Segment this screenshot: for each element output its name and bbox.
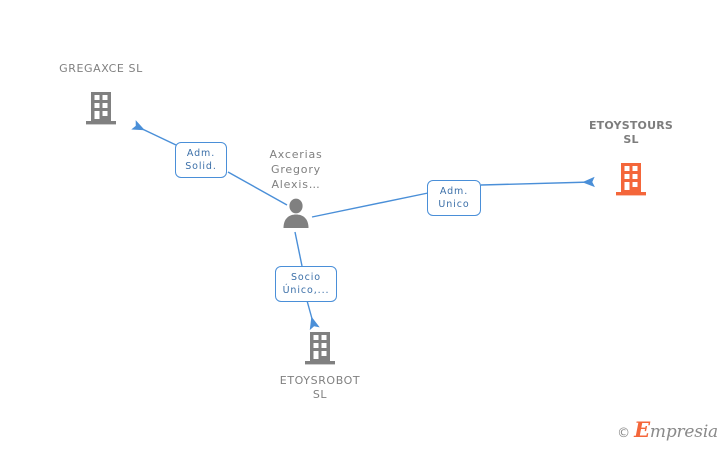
edge-label-adm-solid[interactable]: Adm. Solid.	[175, 142, 227, 178]
edge-label-socio-unico[interactable]: Socio Único,...	[275, 266, 337, 302]
empresia-watermark: © Empresia	[617, 417, 718, 442]
brand-wordmark: Empresia	[634, 417, 718, 442]
node-label-person: Axcerias Gregory Alexis…	[269, 148, 323, 191]
building-icon	[46, 90, 156, 126]
node-label-gregaxce: GREGAXCE SL	[59, 62, 143, 75]
brand-rest: mpresia	[649, 422, 718, 442]
graph-node-person[interactable]: Axcerias Gregory Alexis…	[242, 147, 350, 228]
building-icon	[262, 330, 378, 366]
node-label-etoysrobot: ETOYSROBOT SL	[279, 374, 361, 401]
building-icon	[577, 161, 685, 197]
copyright-icon: ©	[617, 426, 631, 441]
graph-node-etoystours[interactable]: ETOYSTOURS SL	[577, 119, 685, 197]
node-label-etoystours: ETOYSTOURS SL	[588, 119, 674, 146]
graph-node-etoysrobot[interactable]: ETOYSROBOT SL	[262, 330, 378, 402]
edge-label-adm-unico[interactable]: Adm. Unico	[427, 180, 481, 216]
brand-initial: E	[634, 417, 650, 442]
graph-node-gregaxce[interactable]: GREGAXCE SL	[46, 62, 156, 126]
person-icon	[242, 198, 350, 228]
